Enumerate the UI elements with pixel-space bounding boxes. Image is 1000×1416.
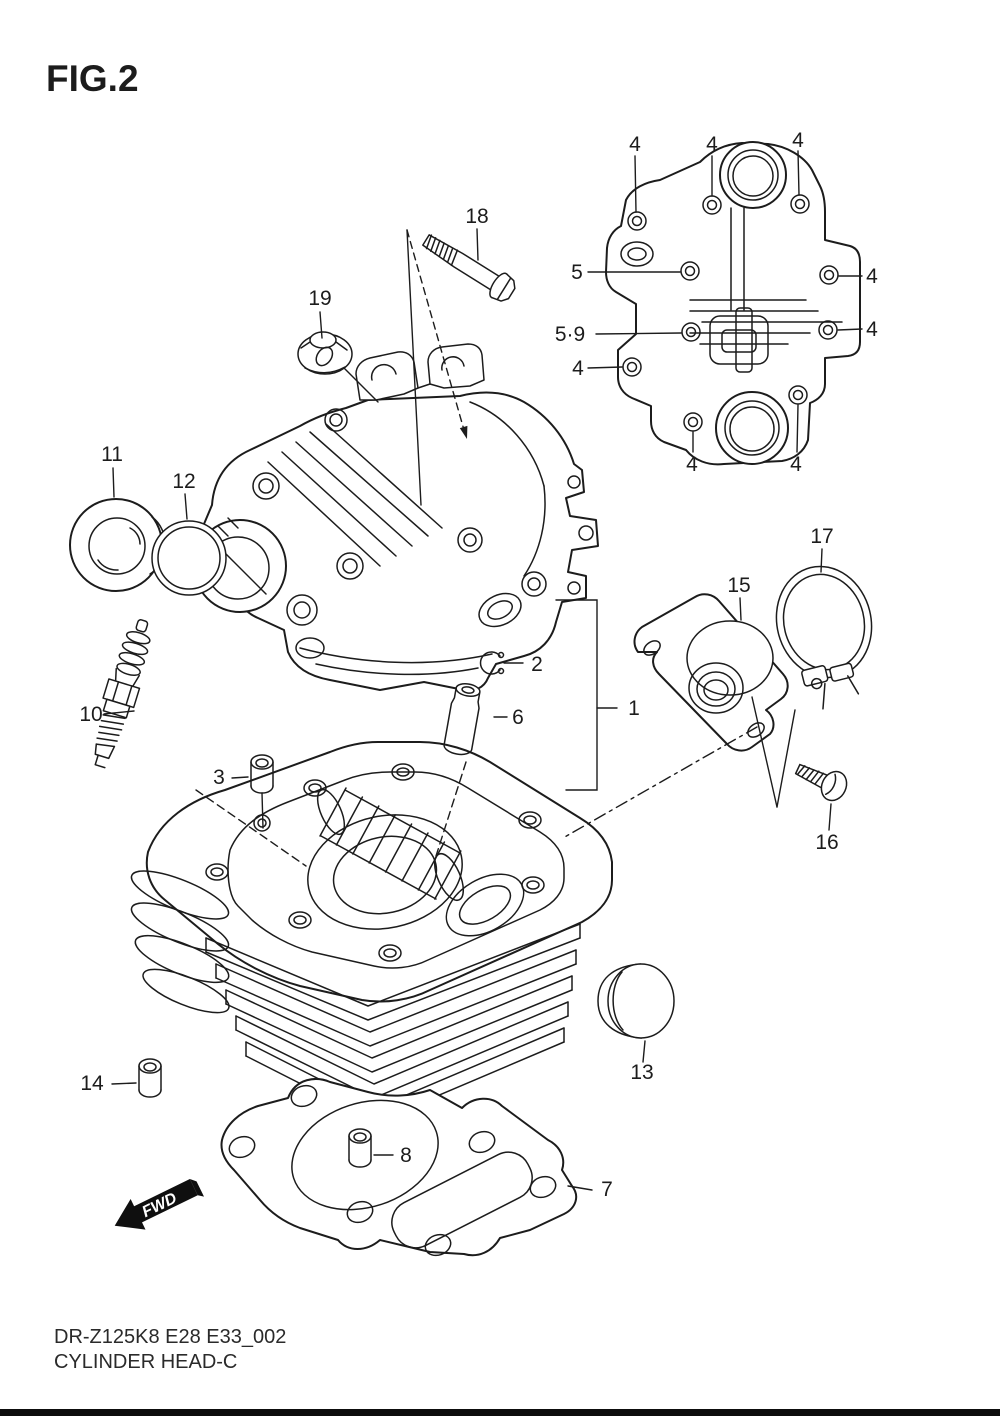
- callout-4-8: 4: [790, 453, 802, 476]
- cylinder-left-fins: [130, 870, 230, 1014]
- part-tappet-cap: [69, 498, 166, 592]
- part-plug-cap: [597, 963, 675, 1039]
- page-bottom-rule: [0, 1409, 1000, 1416]
- part-bolt: [422, 234, 516, 302]
- cylinder-front-fins: [205, 923, 581, 1123]
- head-bolt-bosses: [252, 408, 594, 659]
- part-cylinder-head: [193, 343, 599, 692]
- callout-12: 12: [172, 470, 195, 493]
- figure-title: FIG.2: [46, 58, 139, 99]
- callout-1: 1: [628, 697, 640, 720]
- page-title: CYLINDER HEAD-C: [54, 1351, 238, 1373]
- cylinder-face-holes: [205, 763, 545, 962]
- cover-bolt-holes: [622, 194, 839, 432]
- callout-4-3: 4: [792, 129, 804, 152]
- callout-17: 17: [810, 525, 833, 548]
- part-dowel-3: [250, 754, 274, 794]
- part-screw: [794, 763, 848, 802]
- gasket-holes: [228, 1084, 557, 1257]
- part-grommet: [297, 331, 353, 375]
- callout-13: 13: [630, 1061, 653, 1084]
- callout-8: 8: [400, 1144, 412, 1167]
- callout-19: 19: [308, 287, 331, 310]
- part-dowel-8: [348, 1128, 372, 1168]
- model-code: DR-Z125K8 E28 E33_002: [54, 1326, 287, 1348]
- part-cylinder-head-cover: [605, 141, 861, 466]
- callout-4-2: 4: [706, 133, 718, 156]
- callout-4-6: 4: [572, 357, 584, 380]
- part-head-gasket: [220, 1078, 578, 1257]
- callout-5: 5: [571, 261, 583, 284]
- part-spark-plug: [94, 619, 151, 769]
- part-valve-guide: [443, 682, 481, 756]
- part-cylinder: [130, 741, 613, 1123]
- callout-18: 18: [465, 205, 488, 228]
- part-circlip: [479, 651, 505, 675]
- callout-15: 15: [727, 574, 750, 597]
- callout-10: 10: [79, 703, 102, 726]
- callout-4-5: 4: [866, 318, 878, 341]
- callout-4-4: 4: [866, 265, 878, 288]
- callout-4-1: 4: [629, 133, 641, 156]
- callout-5-9: 5·9: [555, 323, 585, 346]
- part-intake-pipe: [633, 593, 789, 752]
- callout-2: 2: [531, 653, 543, 676]
- callout-6: 6: [512, 706, 524, 729]
- callout-16: 16: [815, 831, 838, 854]
- callout-labels: 18 4 4 4 5 4 19 5·9 4 4 11 4 4 12 17 15 …: [79, 129, 878, 1201]
- callout-4-7: 4: [686, 453, 698, 476]
- part-dowel-14: [138, 1058, 162, 1098]
- callout-7: 7: [601, 1178, 613, 1201]
- callout-14: 14: [80, 1072, 104, 1095]
- callout-3: 3: [213, 766, 225, 789]
- part-clamp: [775, 565, 873, 710]
- leader-lines: [103, 150, 863, 1191]
- callout-11: 11: [101, 443, 123, 466]
- part-oring: [151, 520, 227, 596]
- fwd-arrow: FWD: [114, 1179, 204, 1230]
